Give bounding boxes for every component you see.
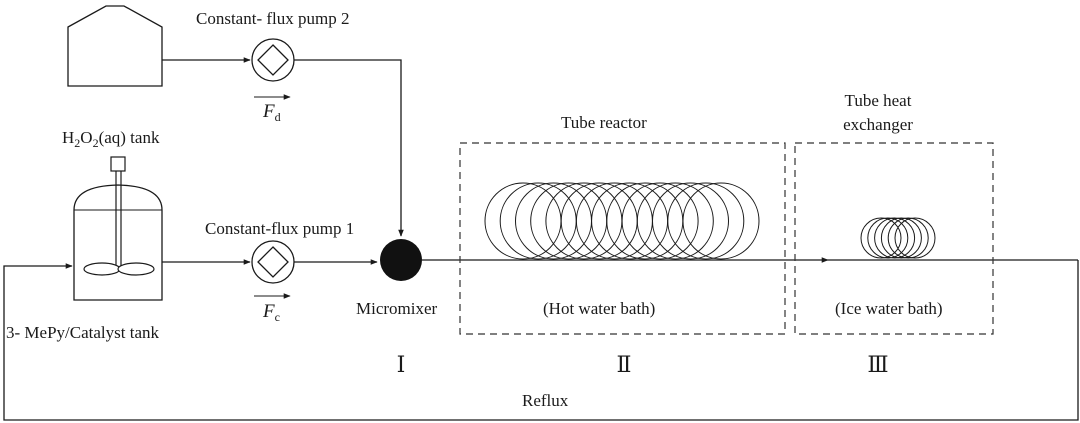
stirrer-icon — [83, 156, 155, 276]
coil-loop — [894, 217, 936, 259]
reflux-label: Reflux — [522, 391, 569, 410]
line-pump2-to-mixer — [294, 59, 404, 237]
coil-loop — [621, 182, 699, 260]
coil-loop — [515, 182, 592, 260]
coil-loop — [545, 182, 623, 260]
heat-exchanger-label-line2: exchanger — [843, 115, 913, 134]
stage-1-label: Ⅰ — [396, 352, 406, 377]
h2o2-suffix: (aq) tank — [98, 128, 160, 147]
fd-subscript: d — [274, 110, 281, 124]
coil-loop — [652, 182, 729, 260]
pump-1-label: Constant-flux pump 1 — [205, 219, 355, 238]
coil-loop — [874, 217, 916, 259]
ice-water-bath-label: (Ice water bath) — [835, 299, 943, 318]
coil-loop — [484, 182, 562, 260]
catalyst-tank-shape — [73, 184, 163, 301]
coil-loop — [560, 182, 638, 260]
coil-loop — [530, 182, 608, 260]
h2o2-o: O — [80, 128, 93, 147]
fc-subscript: c — [274, 310, 280, 324]
stage-3-label: Ⅲ — [867, 352, 889, 377]
catalyst-tank-label: 3- MePy/Catalyst tank — [6, 323, 159, 342]
h2o2-sub1: 2 — [74, 136, 81, 150]
coil-loop — [887, 217, 929, 259]
reflux-line — [3, 260, 1079, 421]
pump-2-label: Constant- flux pump 2 — [196, 9, 350, 28]
coil-loop — [667, 182, 745, 260]
coil-loop — [499, 182, 577, 260]
micromixer-icon — [380, 239, 422, 281]
coil-loop — [867, 217, 909, 259]
coil-loop — [860, 217, 902, 259]
coil-loop — [591, 182, 669, 260]
hot-water-bath-label: (Hot water bath) — [543, 299, 656, 318]
coil-loop — [606, 182, 684, 260]
heat-exchanger-label-line1: Tube heat — [844, 91, 912, 110]
coil-loop — [880, 217, 922, 259]
fd-label: Fd — [263, 101, 281, 124]
reactor-coil-icon — [484, 182, 760, 260]
fc-symbol: F — [263, 301, 275, 322]
tube-reactor-label: Tube reactor — [561, 113, 647, 132]
h2o2-h: H — [62, 128, 75, 147]
pump-1-icon — [251, 240, 295, 284]
h2o2-tank-label: H2O2(aq) tank — [62, 128, 160, 149]
micromixer-label: Micromixer — [356, 299, 438, 318]
h2o2-tank-shape — [67, 5, 163, 87]
fd-symbol: F — [263, 101, 275, 122]
coil-loop — [682, 182, 760, 260]
h2o2-sub2: 2 — [92, 136, 99, 150]
coil-loop — [636, 182, 714, 260]
fc-label: Fc — [263, 301, 280, 324]
coil-loop — [575, 182, 653, 260]
pump-2-icon — [251, 38, 295, 82]
heat-exchanger-box — [794, 142, 994, 335]
tube-reactor-box — [459, 142, 786, 335]
stage-2-label: Ⅱ — [616, 352, 632, 377]
exchanger-coil-icon — [860, 217, 936, 259]
